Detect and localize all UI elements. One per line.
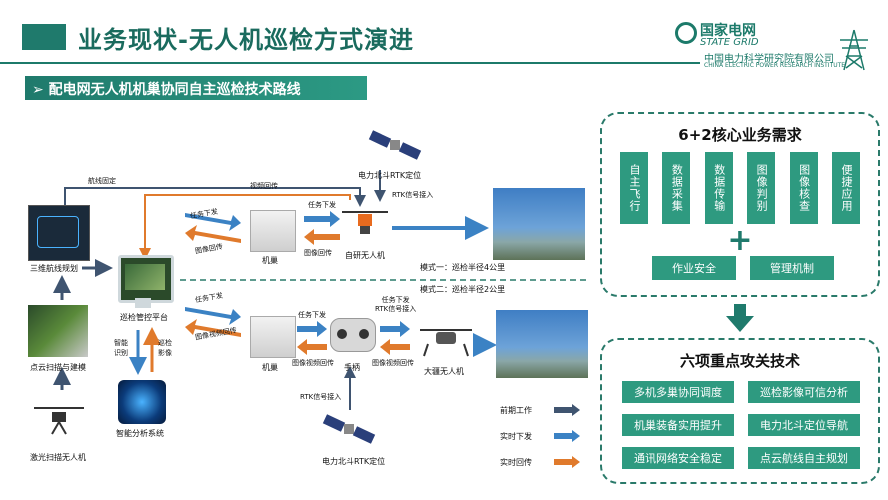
legend-arrow-blue-icon [554,430,580,442]
mode1-task-down-b: 任务下发 [308,201,336,209]
mode1-platform-nest-arrows [185,213,241,243]
core-need-bottom-item: 管理机制 [750,256,834,280]
legend: 前期工作 实时下发 实时回传 [500,404,580,468]
key-tech-item: 巡检影像可信分析 [748,381,860,403]
org-name-en: CHINA ELECTRIC POWER RESEARCH INSTITUTE [704,62,846,69]
legend-item-realtime-back: 实时回传 [500,456,580,468]
legend-label-realtime-back: 实时回传 [500,457,532,467]
core-need-item: 图像核查 [789,152,818,224]
legend-item-realtime-down: 实时下发 [500,430,580,442]
down-arrow-icon [726,304,754,332]
state-grid-logo-icon [675,22,697,44]
header-divider [0,62,700,64]
video-back-label: 视频回传 [250,182,278,190]
key-tech-item: 多机多巢协同调度 [622,381,734,403]
mode1-rtk-access: RTK信号接入 [392,191,434,199]
point-cloud-label: 点云扫描与建模 [30,363,86,372]
core-need-item: 数据采集 [662,152,691,224]
mode2-field-image [496,310,588,378]
point-cloud-image [28,305,88,357]
mode2-image-video-back-c: 图像视频回传 [372,359,414,367]
lidar-drone-icon [34,407,84,435]
core-needs-list: 自主飞行 数据采集 数据传输 图像判别 图像核查 便捷应用 [620,152,860,224]
section-subtitle: ➢ 配电网无人机机巢协同自主巡检技术路线 [32,82,301,98]
smart-analysis-label: 智能分析系统 [116,429,164,438]
core-need-item: 自主飞行 [620,152,648,224]
route-fix-label: 航线固定 [88,177,116,185]
mode2-platform-nest-arrows [185,307,241,337]
section-subtitle-text: 配电网无人机机巢协同自主巡检技术路线 [48,82,301,98]
core-need-item: 数据传输 [704,152,733,224]
mode2-nest-controller-arrows [297,321,327,355]
mode2-task-down-b: 任务下发 [298,311,326,319]
legend-label-realtime-down: 实时下发 [500,431,532,441]
mode2-nest-image [250,316,296,358]
mode2-rtk-access: RTK信号接入 [300,393,342,401]
smart-recog-label: 智能识别 [114,339,128,357]
lidar-drone-label: 激光扫描无人机 [30,453,86,462]
mode2-task-rtk: 任务下发 RTK信号接入 [375,296,417,313]
mode1-nest-label: 机巢 [262,256,278,265]
controller-image [330,318,376,352]
controller-label: 手柄 [344,363,360,372]
mode2-label: 模式二：巡检半径2公里 [420,285,506,294]
self-drone-label: 自研无人机 [345,251,385,260]
mode1-rtk-title: 电力北斗RTK定位 [358,171,422,180]
key-tech-item: 点云航线自主规划 [748,447,860,469]
logo-text-en: STATE GRID [700,37,759,48]
route-plan-label: 三维航线规划 [30,264,78,273]
inspect-image-label: 巡检影像 [158,339,172,357]
mode2-controller-drone-arrows [380,321,410,355]
mode2-nest-label: 机巢 [262,363,278,372]
dji-drone-icon [420,329,472,357]
legend-item-prework: 前期工作 [500,404,580,416]
mode1-image-back-b: 图像回传 [304,249,332,257]
power-tower-icon [840,29,868,71]
legend-label-prework: 前期工作 [500,405,532,415]
mode2-image-video-back-b: 图像视频回传 [292,359,334,367]
mode2-satellite-icon [322,414,376,444]
org-name-cn: 中国电力科学研究院有限公司 [704,54,834,65]
core-needs-title: 6+2核心业务需求 [678,126,802,144]
core-need-bottom-item: 作业安全 [652,256,736,280]
mode1-field-image [493,188,585,260]
self-drone-icon [342,211,388,234]
mode1-label: 模式一：巡检半径4公里 [420,263,506,272]
legend-arrow-dark-icon [554,404,580,416]
plus-icon: + [727,223,753,258]
logo-text-cn: 国家电网 [700,23,756,39]
mode1-nest-drone-arrows [304,211,340,245]
title-accent-block [22,24,66,50]
key-tech-item: 通讯网络安全稳定 [622,447,734,469]
mode1-satellite-icon [368,130,422,160]
brain-analysis-image [118,380,166,424]
key-tech-item: 机巢装备实用提升 [622,414,734,436]
page-title: 业务现状-无人机巡检方式演进 [78,26,414,54]
key-tech-panel [600,338,880,484]
mode2-rtk-title: 电力北斗RTK定位 [322,457,386,466]
core-needs-panel [600,112,880,297]
control-platform-label: 巡检管控平台 [120,313,168,322]
flow-connectors [53,170,590,410]
route-plan-image [28,205,90,261]
legend-arrow-orange-icon [554,456,580,468]
mode1-nest-image [250,210,296,252]
core-need-item: 图像判别 [747,152,776,224]
core-need-item: 便捷应用 [831,152,860,224]
key-tech-title: 六项重点攻关技术 [679,352,800,370]
dji-drone-label: 大疆无人机 [424,367,464,376]
key-tech-item: 电力北斗定位导航 [748,414,860,436]
control-platform-monitor [118,255,174,303]
section-banner [25,76,367,100]
monitor-stand [135,298,151,308]
